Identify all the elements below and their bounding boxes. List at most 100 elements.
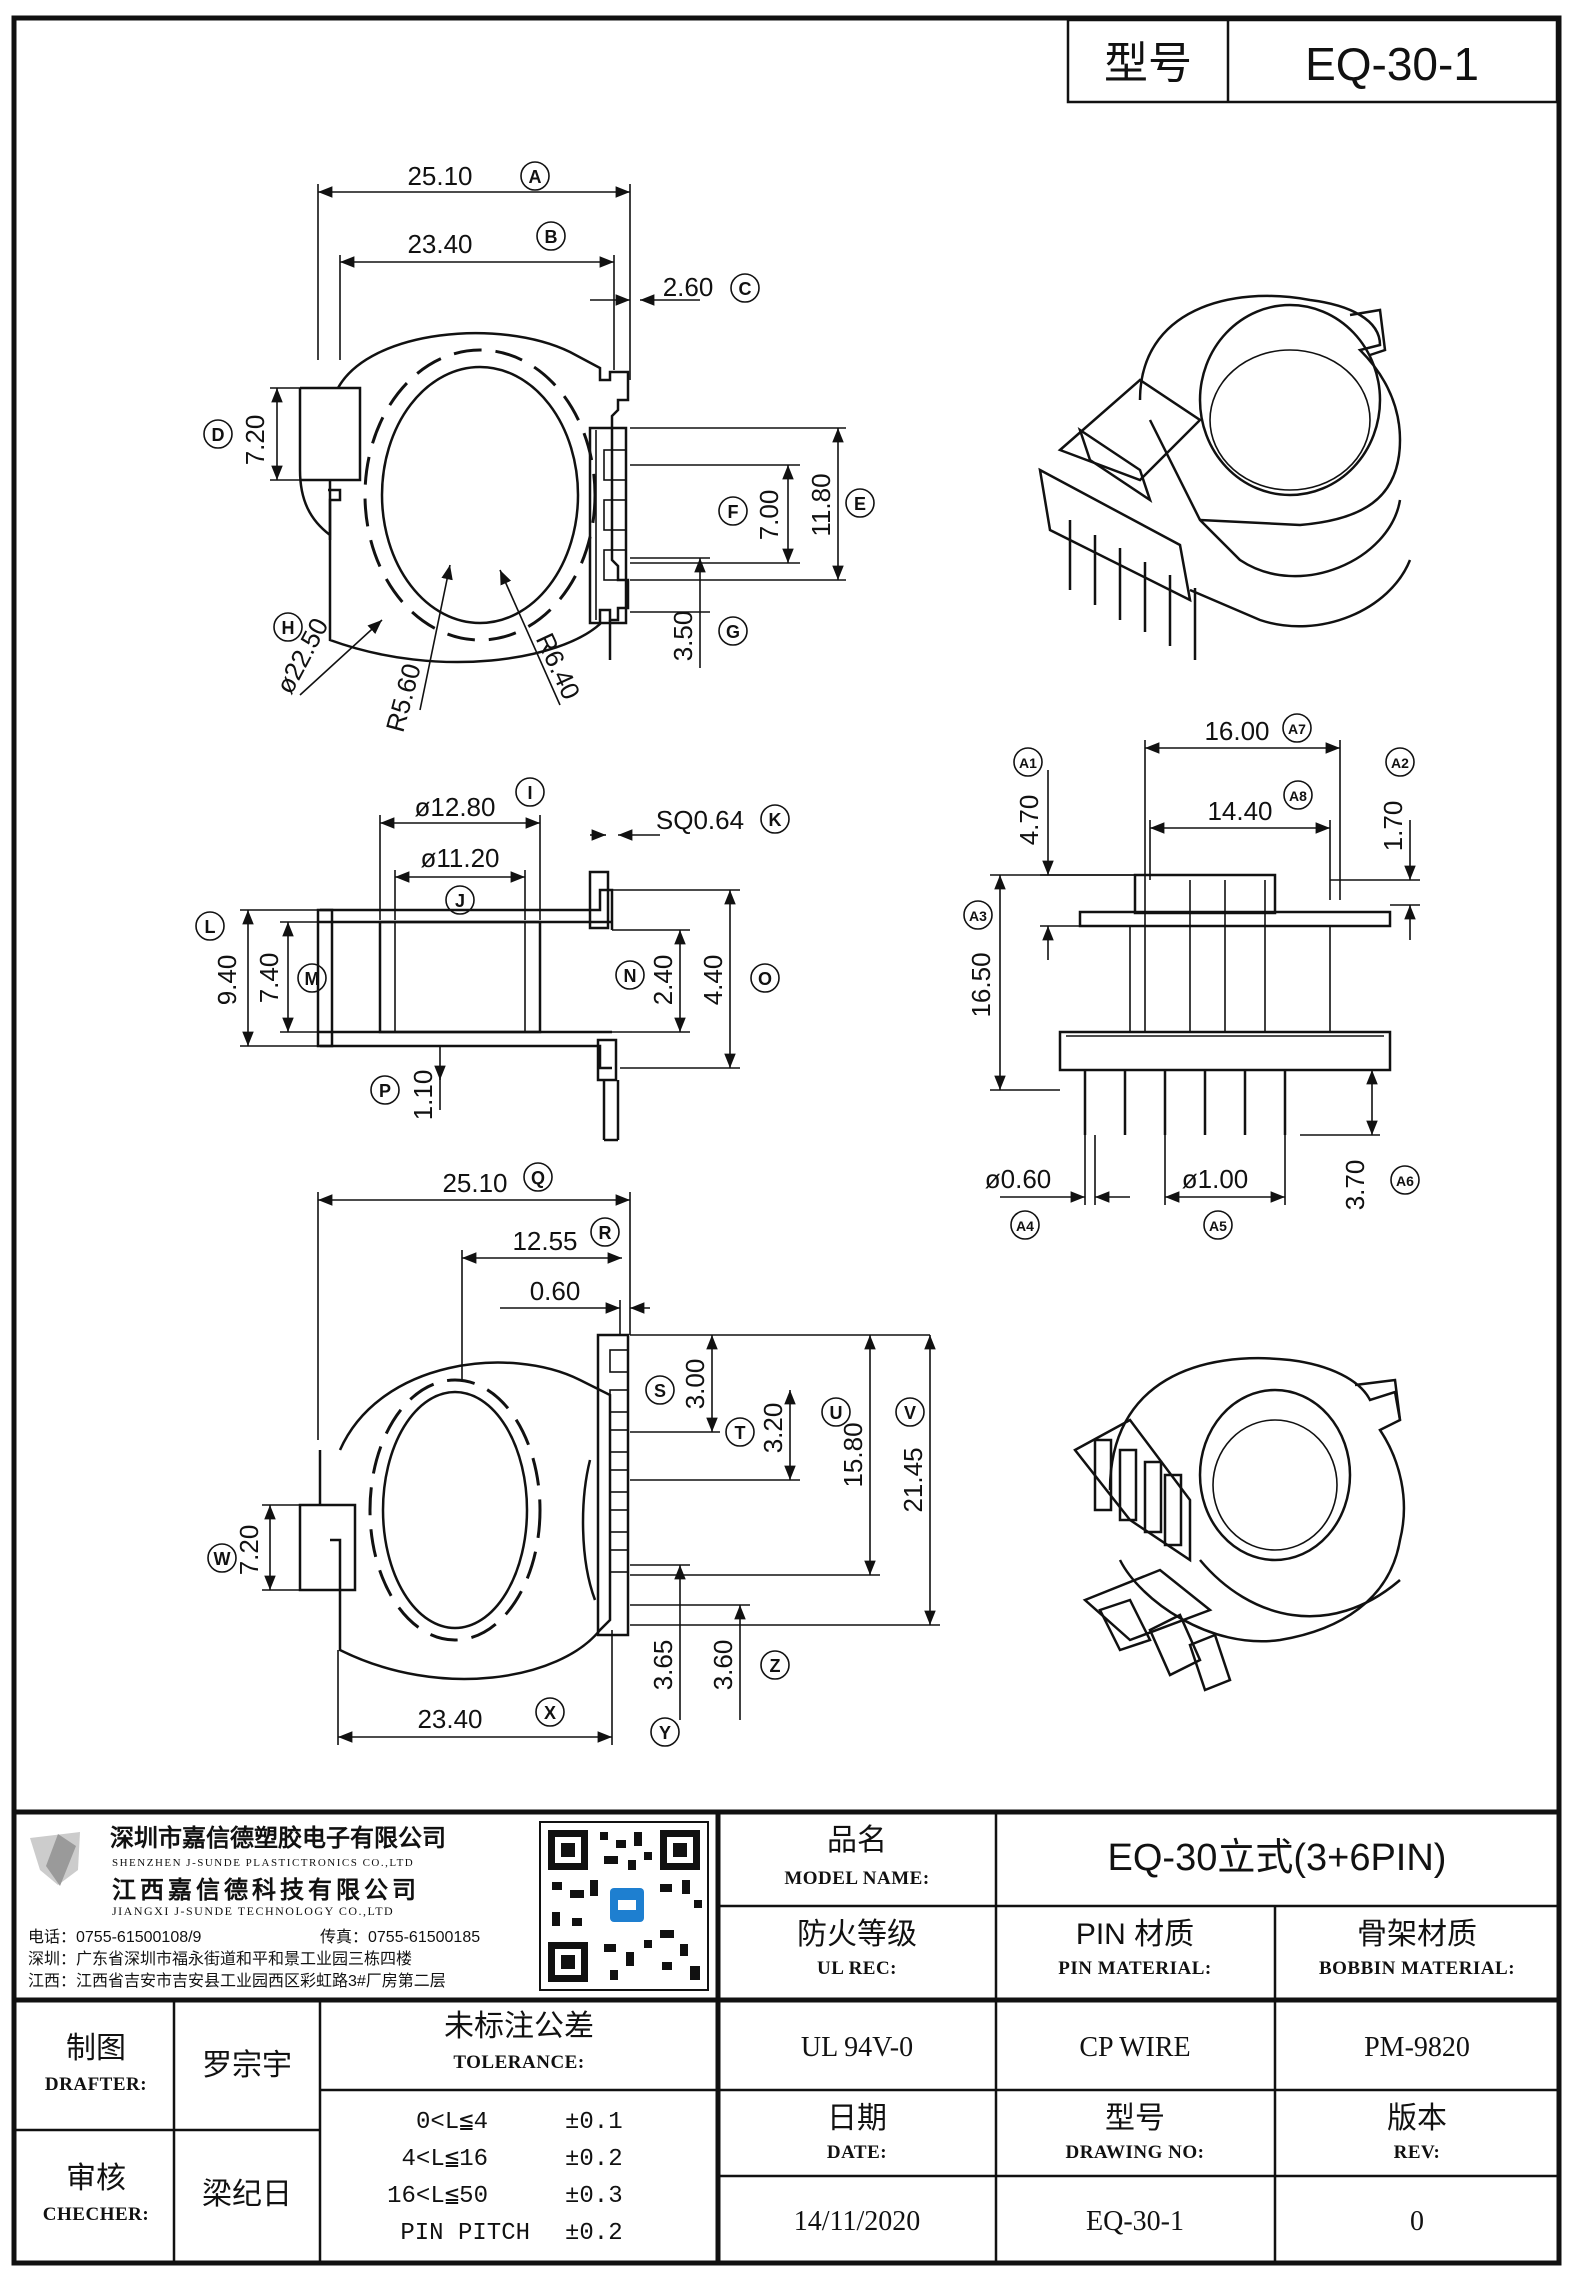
- bobbin-label-en: BOBBIN MATERIAL:: [1319, 1958, 1515, 1979]
- dim-E: 11.80: [806, 473, 836, 536]
- svg-text:Q: Q: [531, 1168, 545, 1188]
- dim-A8: 14.40: [1207, 796, 1272, 826]
- dim-A6: 3.70: [1340, 1160, 1370, 1211]
- company2-name-en: JIANGXI J-SUNDE TECHNOLOGY CO.,LTD: [112, 1904, 394, 1918]
- svg-text:J: J: [455, 891, 465, 911]
- date-label-cn: 日期: [827, 2102, 887, 2135]
- svg-text:S: S: [654, 1381, 666, 1401]
- svg-text:A4: A4: [1016, 1218, 1034, 1234]
- dim-S: 3.00: [680, 1359, 710, 1410]
- dim-O: 4.40: [698, 955, 728, 1006]
- dim-J: ø11.20: [420, 843, 499, 873]
- view-side-dims: ø12.80 I ø11.20 J SQ0.64 K 9.40 L 7.40 M…: [195, 777, 790, 1121]
- svg-text:P: P: [379, 1081, 391, 1101]
- model-name-label-en: MODEL NAME:: [784, 1868, 929, 1889]
- view-front-dims: 16.00 A7 14.40 A8 4.70 A1 1.70 A2 16.50 …: [963, 713, 1420, 1240]
- svg-text:C: C: [739, 279, 752, 299]
- tolerance-value-4: ±0.2: [565, 2220, 623, 2247]
- tolerance-value-3: ±0.3: [565, 2183, 623, 2210]
- rev-label-cn: 版本: [1387, 2102, 1447, 2135]
- ul-label-cn: 防火等级: [797, 1918, 917, 1951]
- svg-text:A7: A7: [1288, 721, 1306, 737]
- svg-text:F: F: [728, 502, 739, 522]
- header-model: EQ-30-1: [1305, 38, 1479, 90]
- dim-Q: 25.10: [442, 1168, 507, 1198]
- tolerance-range-1: 0<L≦4: [416, 2109, 488, 2136]
- dim-B: 23.40: [407, 229, 472, 259]
- isometric-view-1: [1038, 294, 1412, 660]
- dim-R1: R5.60: [380, 660, 427, 735]
- svg-text:B: B: [545, 227, 558, 247]
- tolerance-value-2: ±0.2: [565, 2146, 623, 2173]
- date-label-en: DATE:: [827, 2142, 887, 2163]
- company-address-1: 深圳：广东省深圳市福永街道和平和景工业园三栋四楼: [28, 1950, 412, 1968]
- dim-S0: 0.60: [530, 1276, 581, 1306]
- date-value: 14/11/2020: [794, 2206, 921, 2237]
- dim-M: 7.40: [254, 953, 284, 1004]
- dim-A5: ø1.00: [1182, 1164, 1249, 1194]
- tolerance-range-4: PIN PITCH: [400, 2220, 530, 2247]
- svg-text:R: R: [599, 1223, 612, 1243]
- svg-text:K: K: [769, 810, 782, 830]
- bobbin-value: PM-9820: [1364, 2032, 1470, 2063]
- dim-D: 7.20: [240, 415, 270, 466]
- svg-text:A6: A6: [1396, 1173, 1414, 1189]
- svg-text:A1: A1: [1019, 755, 1037, 771]
- svg-text:T: T: [735, 1423, 746, 1443]
- qr-code-icon: [539, 1821, 709, 1991]
- company-name-en: SHENZHEN J-SUNDE PLASTICTRONICS CO.,LTD: [112, 1857, 414, 1869]
- bobbin-label-cn: 骨架材质: [1357, 1918, 1477, 1951]
- dim-A3: 16.50: [966, 952, 996, 1017]
- view-top: [298, 331, 630, 664]
- dim-U: 15.80: [838, 1422, 868, 1487]
- drawing-value: EQ-30-1: [1086, 2206, 1184, 2237]
- drafter-value: 罗宗宇: [202, 2049, 292, 2082]
- ul-label-en: UL REC:: [817, 1958, 897, 1979]
- model-name-value: EQ-30立式(3+6PIN): [1108, 1837, 1447, 1879]
- svg-text:L: L: [205, 917, 216, 937]
- dim-L: 9.40: [212, 955, 242, 1006]
- drawing-label-cn: 型号: [1105, 2102, 1165, 2135]
- svg-text:A3: A3: [969, 908, 987, 924]
- svg-text:M: M: [305, 969, 320, 989]
- dim-A2: 1.70: [1378, 801, 1408, 852]
- dim-I: ø12.80: [415, 792, 496, 822]
- header-model-box: 型号 EQ-30-1: [1066, 18, 1559, 104]
- svg-text:I: I: [527, 783, 532, 803]
- dim-P: 1.10: [408, 1070, 438, 1121]
- dim-Z: 3.60: [708, 1640, 738, 1691]
- ul-value: UL 94V-0: [801, 2032, 913, 2063]
- sheet-border: [11, 15, 1562, 2266]
- view-side-section: [316, 870, 620, 1142]
- company-phone: 电话：0755-61500108/9: [28, 1928, 202, 1946]
- view-bottom: [298, 1333, 630, 1681]
- svg-text:W: W: [214, 1549, 231, 1569]
- svg-text:H: H: [282, 618, 295, 638]
- checker-label-cn: 审核: [66, 2162, 126, 2195]
- svg-text:O: O: [758, 969, 772, 989]
- header-label: 型号: [1104, 39, 1192, 88]
- tolerance-label-cn: 未标注公差: [444, 2010, 594, 2043]
- checker-label-en: CHECHER:: [43, 2204, 149, 2225]
- view-top-dims: 25.10 A 23.40 B 2.60 C 7.20 D 11.80 E 7.…: [203, 161, 875, 735]
- rev-value: 0: [1410, 2206, 1424, 2237]
- isometric-view-2: [1073, 1356, 1406, 1692]
- dim-A4: ø0.60: [985, 1164, 1052, 1194]
- svg-text:E: E: [854, 494, 866, 514]
- drawing-label-en: DRAWING NO:: [1065, 2142, 1204, 2163]
- dim-X: 23.40: [417, 1704, 482, 1734]
- dim-T: 3.20: [758, 1403, 788, 1454]
- dim-G: 3.50: [668, 611, 698, 662]
- tolerance-range-3: 16<L≦50: [387, 2183, 488, 2210]
- checker-value: 梁纪日: [202, 2178, 292, 2211]
- drafter-label-en: DRAFTER:: [45, 2074, 147, 2095]
- company2-name-cn: 江西嘉信德科技有限公司: [112, 1876, 420, 1904]
- dim-C: 2.60: [663, 272, 714, 302]
- dim-A: 25.10: [407, 161, 472, 191]
- company-address-2: 江西：江西省吉安市吉安县工业园西区彩虹路3#厂房第二层: [28, 1972, 446, 1990]
- tolerance-value-1: ±0.1: [565, 2109, 623, 2136]
- dim-R: 12.55: [512, 1226, 577, 1256]
- svg-text:D: D: [212, 425, 225, 445]
- svg-text:G: G: [726, 622, 740, 642]
